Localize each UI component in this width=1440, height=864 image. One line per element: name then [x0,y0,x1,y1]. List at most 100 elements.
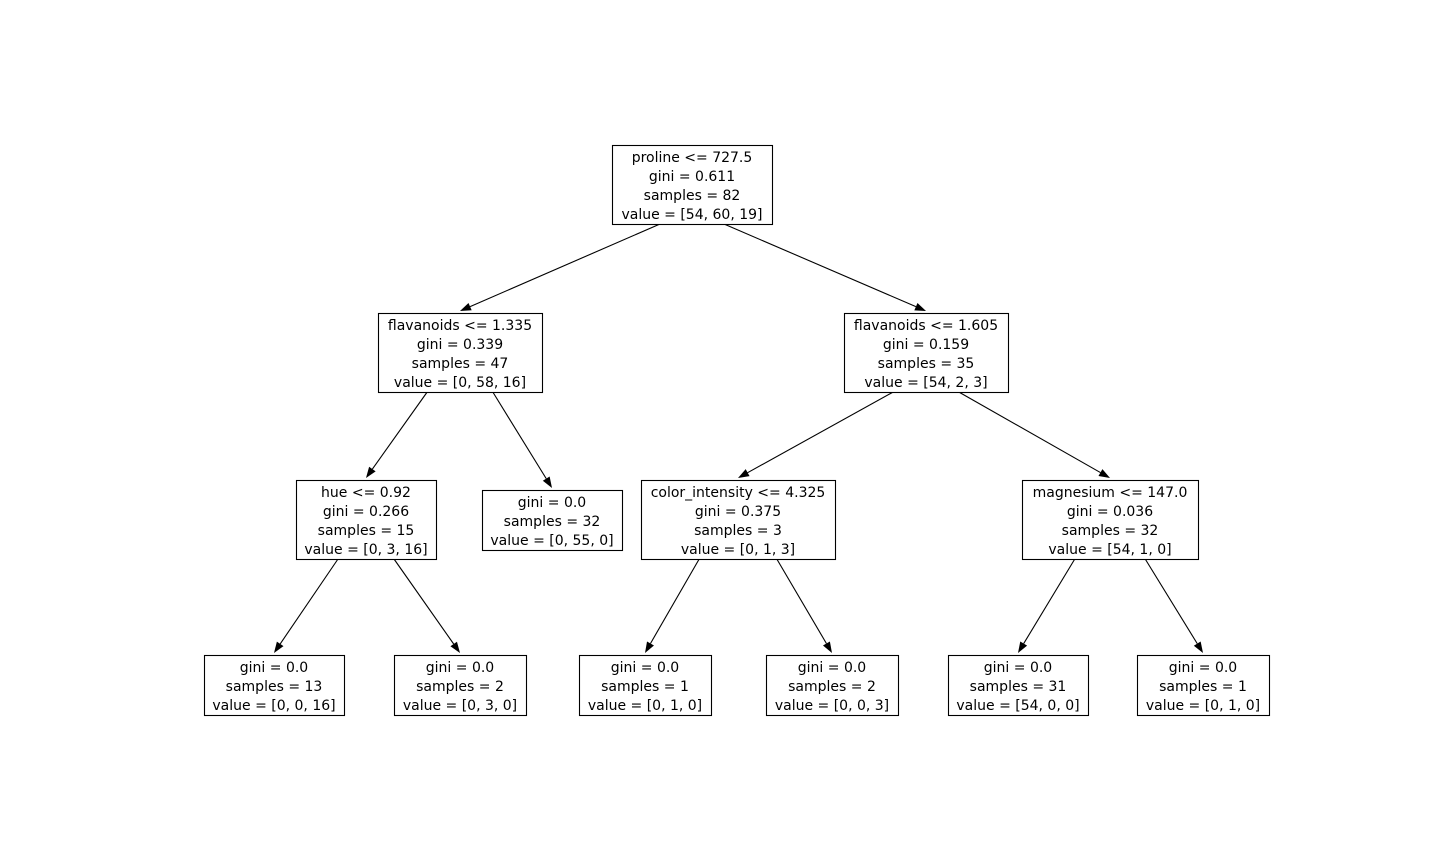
node-text-line: samples = 82 [644,188,741,204]
node-text-line: value = [54, 0, 0] [956,698,1079,714]
node-text-line: gini = 0.036 [1067,504,1153,520]
node-text-line: gini = 0.0 [611,660,679,676]
tree-leaf-node[interactable]: gini = 0.0 samples = 32 value = [0, 55, 0] [481,489,624,552]
edge-arrowhead [1018,641,1028,653]
edge-line [747,391,894,474]
tree-internal-node[interactable]: flavanoids <= 1.605 gini = 0.159 samples =… [843,312,1010,394]
node-text-line: samples = 3 [694,523,782,539]
node-text-line: magnesium <= 147.0 [1033,485,1188,501]
tree-edge-left [274,558,339,653]
edge-arrowhead [645,641,654,653]
node-box[interactable] [765,654,900,717]
edge-line [469,223,661,308]
edge-arrowhead [450,641,460,653]
node-box[interactable] [640,479,837,561]
node-text-line: value = [54, 60, 19] [621,207,762,223]
node-box[interactable] [578,654,713,717]
node-text-line: samples = 31 [970,679,1067,695]
tree-root-node[interactable]: proline <= 727.5 gini = 0.611 samples = 82… [611,144,774,226]
node-box[interactable] [1021,479,1200,561]
edges-layer [274,223,1203,653]
tree-internal-node[interactable]: magnesium <= 147.0 gini = 0.036 samples = … [1021,479,1200,561]
edge-line [393,558,455,645]
node-text-line: value = [0, 1, 0] [1146,698,1260,714]
node-text-line: samples = 47 [412,356,509,372]
tree-edge-right [492,391,552,488]
node-text-line: gini = 0.0 [240,660,308,676]
tree-edge-left [1018,558,1076,653]
tree-internal-node[interactable]: hue <= 0.92 gini = 0.266 samples = 15 value… [295,479,438,561]
edge-line [371,391,428,470]
tree-edge-right [958,391,1110,478]
node-text-line: value = [0, 0, 16] [212,698,335,714]
node-text-line: samples = 35 [878,356,975,372]
node-box[interactable] [947,654,1090,717]
node-box[interactable] [843,312,1010,394]
node-text-line: value = [0, 55, 0] [490,533,613,549]
node-text-line: value = [0, 0, 3] [775,698,889,714]
tree-edge-left [366,391,428,478]
node-box[interactable] [1136,654,1271,717]
node-text-line: value = [0, 3, 0] [403,698,517,714]
edge-arrowhead [738,469,750,478]
node-text-line: proline <= 727.5 [632,150,753,166]
edge-line [650,558,700,644]
node-text-line: gini = 0.159 [883,337,969,353]
node-text-line: samples = 1 [601,679,689,695]
node-text-line: gini = 0.0 [426,660,494,676]
edge-arrowhead [542,476,552,488]
node-box[interactable] [481,489,624,552]
tree-edge-left [738,391,894,478]
node-box[interactable] [611,144,774,226]
tree-internal-node[interactable]: color_intensity <= 4.325 gini = 0.375 samp… [640,479,837,561]
edge-arrowhead [1098,469,1110,478]
node-text-line: gini = 0.0 [1169,660,1237,676]
node-text-line: flavanoids <= 1.335 [388,318,532,334]
tree-edge-right [393,558,460,653]
node-text-line: value = [0, 1, 0] [588,698,702,714]
edge-line [1144,558,1198,644]
node-text-line: gini = 0.0 [518,495,586,511]
edge-arrowhead [1193,641,1203,653]
node-text-line: samples = 32 [504,514,601,530]
node-text-line: samples = 1 [1159,679,1247,695]
tree-leaf-node[interactable]: gini = 0.0 samples = 1 value = [0, 1, 0] [1136,654,1271,717]
node-text-line: gini = 0.611 [649,169,735,185]
edge-arrowhead [914,302,926,311]
tree-leaf-node[interactable]: gini = 0.0 samples = 2 value = [0, 3, 0] [393,654,528,717]
node-text-line: samples = 2 [416,679,504,695]
edge-line [776,558,827,644]
edge-arrowhead [274,641,284,653]
tree-edge-right [723,223,926,311]
node-text-line: samples = 15 [318,523,415,539]
node-text-line: hue <= 0.92 [321,485,411,501]
node-text-line: color_intensity <= 4.325 [651,485,826,501]
node-box[interactable] [295,479,438,561]
tree-leaf-node[interactable]: gini = 0.0 samples = 1 value = [0, 1, 0] [578,654,713,717]
node-text-line: value = [0, 3, 16] [304,542,427,558]
node-text-line: flavanoids <= 1.605 [854,318,998,334]
tree-leaf-node[interactable]: gini = 0.0 samples = 13 value = [0, 0, 16] [203,654,346,717]
node-text-line: value = [0, 58, 16] [394,375,526,391]
node-text-line: gini = 0.266 [323,504,409,520]
node-text-line: value = [54, 1, 0] [1048,542,1171,558]
node-box[interactable] [203,654,346,717]
node-text-line: samples = 13 [226,679,323,695]
node-text-line: samples = 32 [1062,523,1159,539]
node-box[interactable] [377,312,544,394]
edge-arrowhead [822,641,832,653]
node-text-line: gini = 0.375 [695,504,781,520]
node-text-line: gini = 0.339 [417,337,503,353]
node-text-line: gini = 0.0 [798,660,866,676]
tree-internal-node[interactable]: flavanoids <= 1.335 gini = 0.339 samples =… [377,312,544,394]
edge-arrowhead [366,466,376,478]
tree-edge-left [460,223,661,311]
edge-line [1023,558,1076,644]
node-box[interactable] [393,654,528,717]
edge-arrowhead [460,302,472,311]
edge-line [958,391,1101,474]
